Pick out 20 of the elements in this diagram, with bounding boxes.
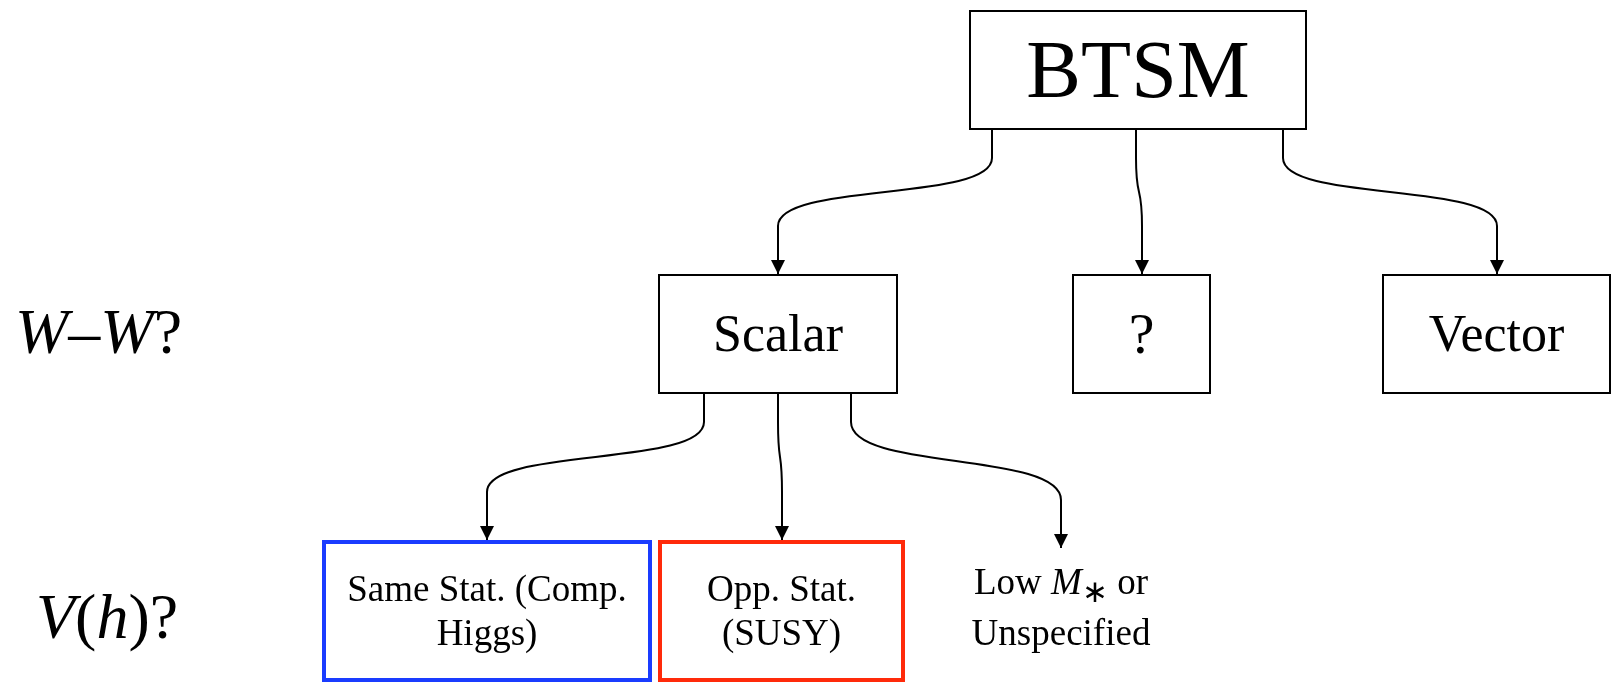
node-label: BTSM	[1026, 22, 1250, 117]
process-box	[969, 10, 1307, 130]
node-label: Opp. Stat. (SUSY)	[706, 566, 857, 655]
node-text: Low M$_{∗}$ or Unspecified	[970, 560, 1152, 656]
node-label: Same Stat. (Comp. Higgs)	[346, 566, 628, 655]
arrow	[771, 129, 993, 275]
row-label: W–W?	[15, 300, 183, 364]
process-box	[1382, 274, 1611, 394]
process-box	[1072, 274, 1211, 394]
highlighted-box	[322, 540, 652, 682]
arrow	[850, 393, 1068, 549]
node-label: Scalar	[713, 303, 843, 364]
node-label: ?	[1128, 300, 1155, 369]
arrow	[1282, 129, 1504, 275]
arrow	[1135, 129, 1149, 275]
arrow	[775, 393, 789, 541]
process-box	[658, 274, 898, 394]
arrow	[480, 393, 705, 541]
highlighted-box	[658, 540, 905, 682]
node-label: Vector	[1428, 303, 1565, 364]
